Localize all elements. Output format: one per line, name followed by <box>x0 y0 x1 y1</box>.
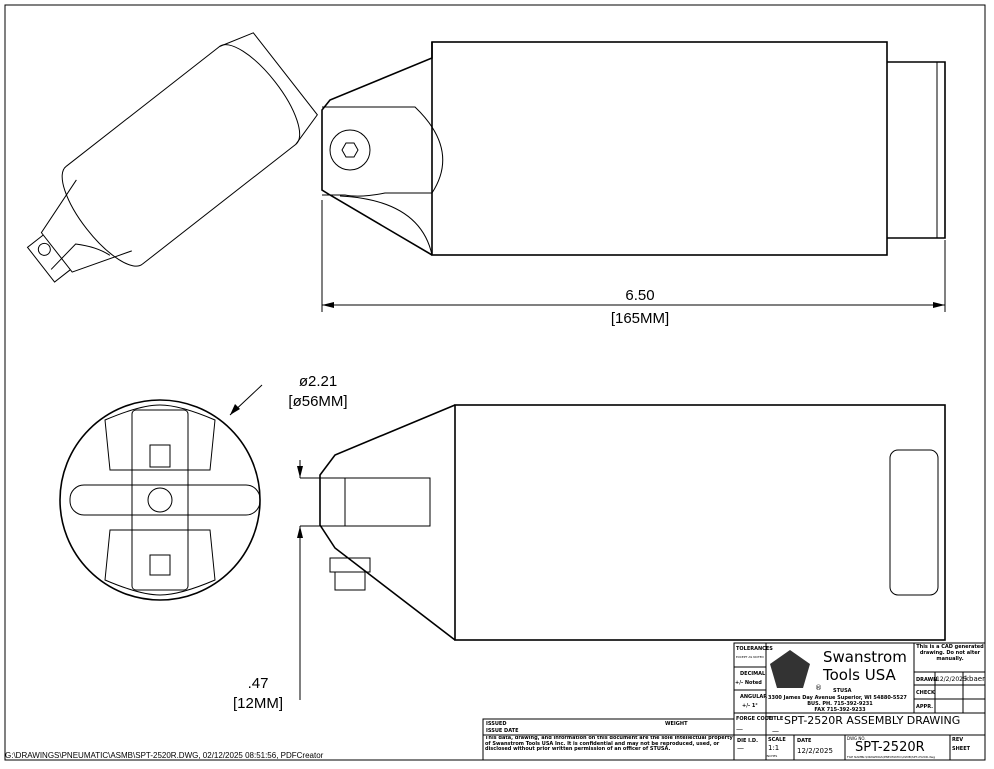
check-label: CHECK <box>916 690 936 696</box>
cad-note: This is a CAD generated drawing. Do not … <box>916 644 984 662</box>
scale-label: SCALE <box>768 737 786 743</box>
title-block: TOLERANCES EXCEPT AS NOTED DECIMAL +/- N… <box>733 642 986 761</box>
drawn-date: 12/2/2025 <box>936 676 967 683</box>
registered-mark: ® <box>815 684 822 692</box>
offset-mm: [12MM] <box>233 695 283 712</box>
company-name-line2: Tools USA <box>822 666 896 684</box>
tolerances-sub: EXCEPT AS NOTED <box>736 655 765 659</box>
scale-units: INCHES <box>766 754 777 758</box>
company-logo <box>770 650 810 688</box>
drawn-label: DRAWN <box>916 677 937 683</box>
length-mm: [165MM] <box>611 310 669 327</box>
length-dimension: 6.50 [165MM] <box>321 200 946 327</box>
dwg-no-label: DWG NO. <box>847 736 866 741</box>
approved-label: APPR. <box>916 704 933 710</box>
sheet-label: SHEET <box>952 746 971 752</box>
end-view: ø2.21 [ø56MM] <box>59 373 348 601</box>
company-phone: BUS. PH. 715-392-9231 <box>807 701 873 707</box>
dwg-no: SPT-2520R <box>855 740 925 755</box>
weight-label: WEIGHT <box>665 721 688 727</box>
drawn-by: kbaer <box>965 675 985 683</box>
decimal-label: DECIMAL <box>740 671 766 677</box>
company-address: 3300 James Day Avenue Superior, WI 54880… <box>768 695 907 701</box>
scale-value: 1:1 <box>768 744 779 752</box>
forge-code-value: — <box>736 725 743 733</box>
forge-code-label: FORGE CODE <box>736 716 773 722</box>
side-view-top <box>321 41 946 256</box>
issue-block: ISSUED ISSUE DATE WEIGHT This data, draw… <box>482 718 735 761</box>
issued-label: ISSUED <box>486 721 506 727</box>
file-name: G:\DRAWINGS\PNEUMATIC\ASMB\SPT-2520R.dwg <box>862 755 935 759</box>
issue-date-label: ISSUE DATE <box>486 728 519 734</box>
side-view-bottom: .47 [12MM] <box>233 404 946 712</box>
title-sub: — <box>772 727 779 735</box>
drawing-title: SPT-2520R ASSEMBLY DRAWING <box>784 714 960 727</box>
offset-inches: .47 <box>248 675 269 692</box>
date-value: 12/2/2025 <box>797 747 833 755</box>
diameter-mm: [ø56MM] <box>288 393 347 410</box>
diameter-inches: ø2.21 <box>299 373 337 390</box>
isometric-view <box>26 32 318 283</box>
decimal-value: +/- Noted <box>735 680 762 686</box>
date-label: DATE <box>797 738 812 744</box>
company-short-name: STUSA <box>833 688 852 694</box>
die-id-value: — <box>737 744 744 752</box>
confidential-notice: This data, drawing, and information on t… <box>485 736 733 752</box>
angular-label: ANGULAR <box>740 694 767 700</box>
file-name-label: FILE NAME <box>847 755 863 759</box>
file-path-footer: G:\DRAWINGS\PNEUMATIC\ASMB\SPT-2520R.DWG… <box>5 751 324 760</box>
angular-value: +/- 1° <box>742 703 758 709</box>
rev-label: REV <box>952 737 963 743</box>
title-label: TITLE <box>768 716 784 722</box>
length-inches: 6.50 <box>625 287 654 304</box>
company-name-line1: Swanstrom <box>823 648 907 666</box>
company-fax: FAX 715-392-9233 <box>814 707 866 713</box>
tolerances-label: TOLERANCES <box>736 646 773 652</box>
die-id-label: DIE I.D. <box>737 738 758 744</box>
